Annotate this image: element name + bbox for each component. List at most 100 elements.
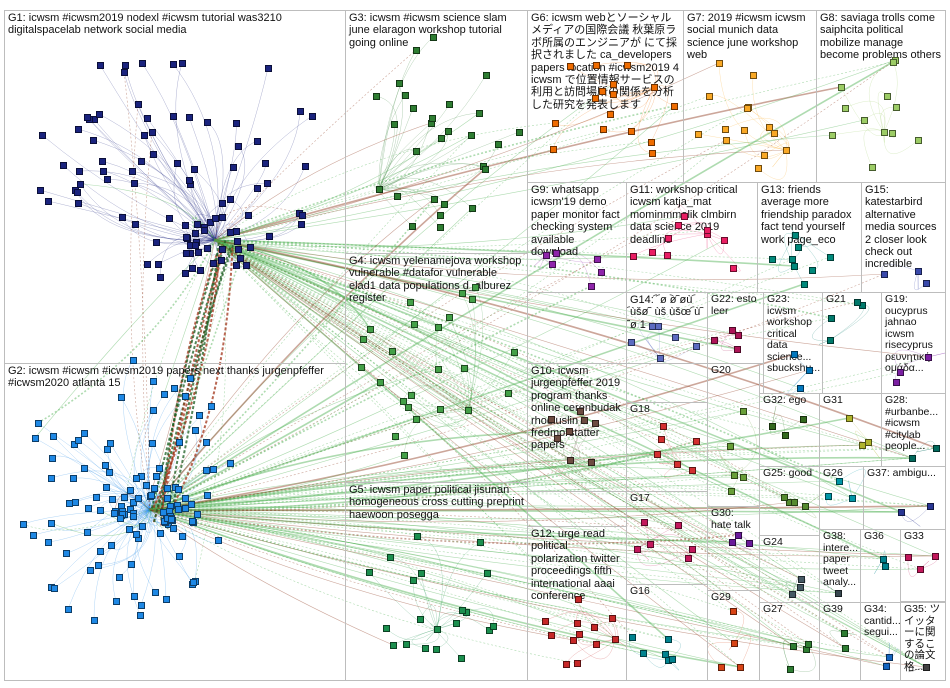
node-g5 xyxy=(433,646,440,653)
node-g2 xyxy=(84,529,91,536)
node-g7 xyxy=(716,60,723,67)
node-g29 xyxy=(731,640,738,647)
edge xyxy=(916,447,937,453)
edge xyxy=(62,164,216,241)
node-g2 xyxy=(133,531,140,538)
node-g2 xyxy=(148,492,155,499)
edge xyxy=(149,509,839,594)
node-g2 xyxy=(194,511,201,518)
node-g1 xyxy=(39,132,46,139)
node-g1 xyxy=(144,261,151,268)
node-g3 xyxy=(431,196,438,203)
edge xyxy=(140,504,161,534)
edge xyxy=(149,509,902,513)
node-g8 xyxy=(869,164,876,171)
node-g2 xyxy=(150,407,157,414)
edge xyxy=(149,368,439,511)
node-g32 xyxy=(800,416,807,423)
node-g2 xyxy=(48,520,55,527)
edge xyxy=(149,509,669,640)
edge xyxy=(149,468,214,511)
edge xyxy=(151,131,216,241)
group-label: G38: intere... paper tweet analy... xyxy=(823,530,861,588)
edge xyxy=(552,86,655,150)
node-g37 xyxy=(927,503,934,510)
edge xyxy=(86,501,151,533)
edge xyxy=(22,509,151,531)
node-g1 xyxy=(155,261,162,268)
edge xyxy=(128,509,160,530)
edge xyxy=(51,455,151,511)
edge xyxy=(149,501,795,523)
edge xyxy=(149,258,793,511)
edge xyxy=(436,608,494,630)
node-g1 xyxy=(104,176,111,183)
node-g5 xyxy=(414,533,421,540)
edge xyxy=(214,239,845,634)
node-g1 xyxy=(245,212,252,219)
edge xyxy=(778,234,796,273)
node-g5 xyxy=(387,554,394,561)
edge xyxy=(204,202,223,241)
edge xyxy=(130,103,151,511)
group-label: G32: ego xyxy=(763,394,807,406)
node-g17 xyxy=(634,546,641,553)
edge xyxy=(68,491,151,511)
edge xyxy=(214,239,927,668)
node-g6 xyxy=(651,84,658,91)
node-g29 xyxy=(737,664,744,671)
node-g3 xyxy=(469,205,476,212)
node-g10 xyxy=(592,420,599,427)
node-g11 xyxy=(730,265,737,272)
edge xyxy=(202,231,231,250)
edge xyxy=(149,329,733,511)
edge xyxy=(149,461,592,512)
node-g1 xyxy=(99,158,106,165)
node-g8 xyxy=(889,130,896,137)
edge xyxy=(150,239,227,512)
node-g2 xyxy=(161,391,168,398)
node-g1 xyxy=(302,163,309,170)
edge xyxy=(149,509,187,557)
edge xyxy=(214,239,616,640)
edge xyxy=(149,509,801,588)
node-g1 xyxy=(37,187,44,194)
node-g19 xyxy=(925,354,932,361)
node-g9 xyxy=(588,283,595,290)
edge xyxy=(52,435,151,511)
node-g1 xyxy=(210,260,217,267)
node-g18 xyxy=(689,467,696,474)
node-g2 xyxy=(149,440,156,447)
edge xyxy=(214,62,720,241)
node-g5 xyxy=(383,625,390,632)
node-g14 xyxy=(672,334,679,341)
node-g5 xyxy=(458,655,465,662)
group-g36: G36 xyxy=(860,529,901,603)
node-g23 xyxy=(791,351,798,358)
node-g2 xyxy=(118,394,125,401)
edge xyxy=(214,122,432,241)
edge xyxy=(678,204,708,235)
node-g1 xyxy=(122,62,129,69)
node-g30 xyxy=(729,539,736,546)
node-g9 xyxy=(594,256,601,263)
node-g2 xyxy=(163,596,170,603)
node-g7 xyxy=(706,93,713,100)
node-g2 xyxy=(171,385,178,392)
edge xyxy=(733,410,757,476)
edge xyxy=(637,86,655,154)
edge xyxy=(545,250,592,287)
node-g23 xyxy=(797,385,804,392)
node-g1 xyxy=(182,270,189,277)
node-g2 xyxy=(87,567,94,574)
node-g1 xyxy=(157,274,164,281)
edge xyxy=(467,286,484,411)
edge xyxy=(86,116,216,241)
node-g4 xyxy=(392,433,399,440)
node-g31 xyxy=(846,415,853,422)
edge xyxy=(214,49,417,241)
edge xyxy=(214,239,802,580)
edge xyxy=(34,239,216,439)
node-g2 xyxy=(203,467,210,474)
edge xyxy=(149,498,679,526)
